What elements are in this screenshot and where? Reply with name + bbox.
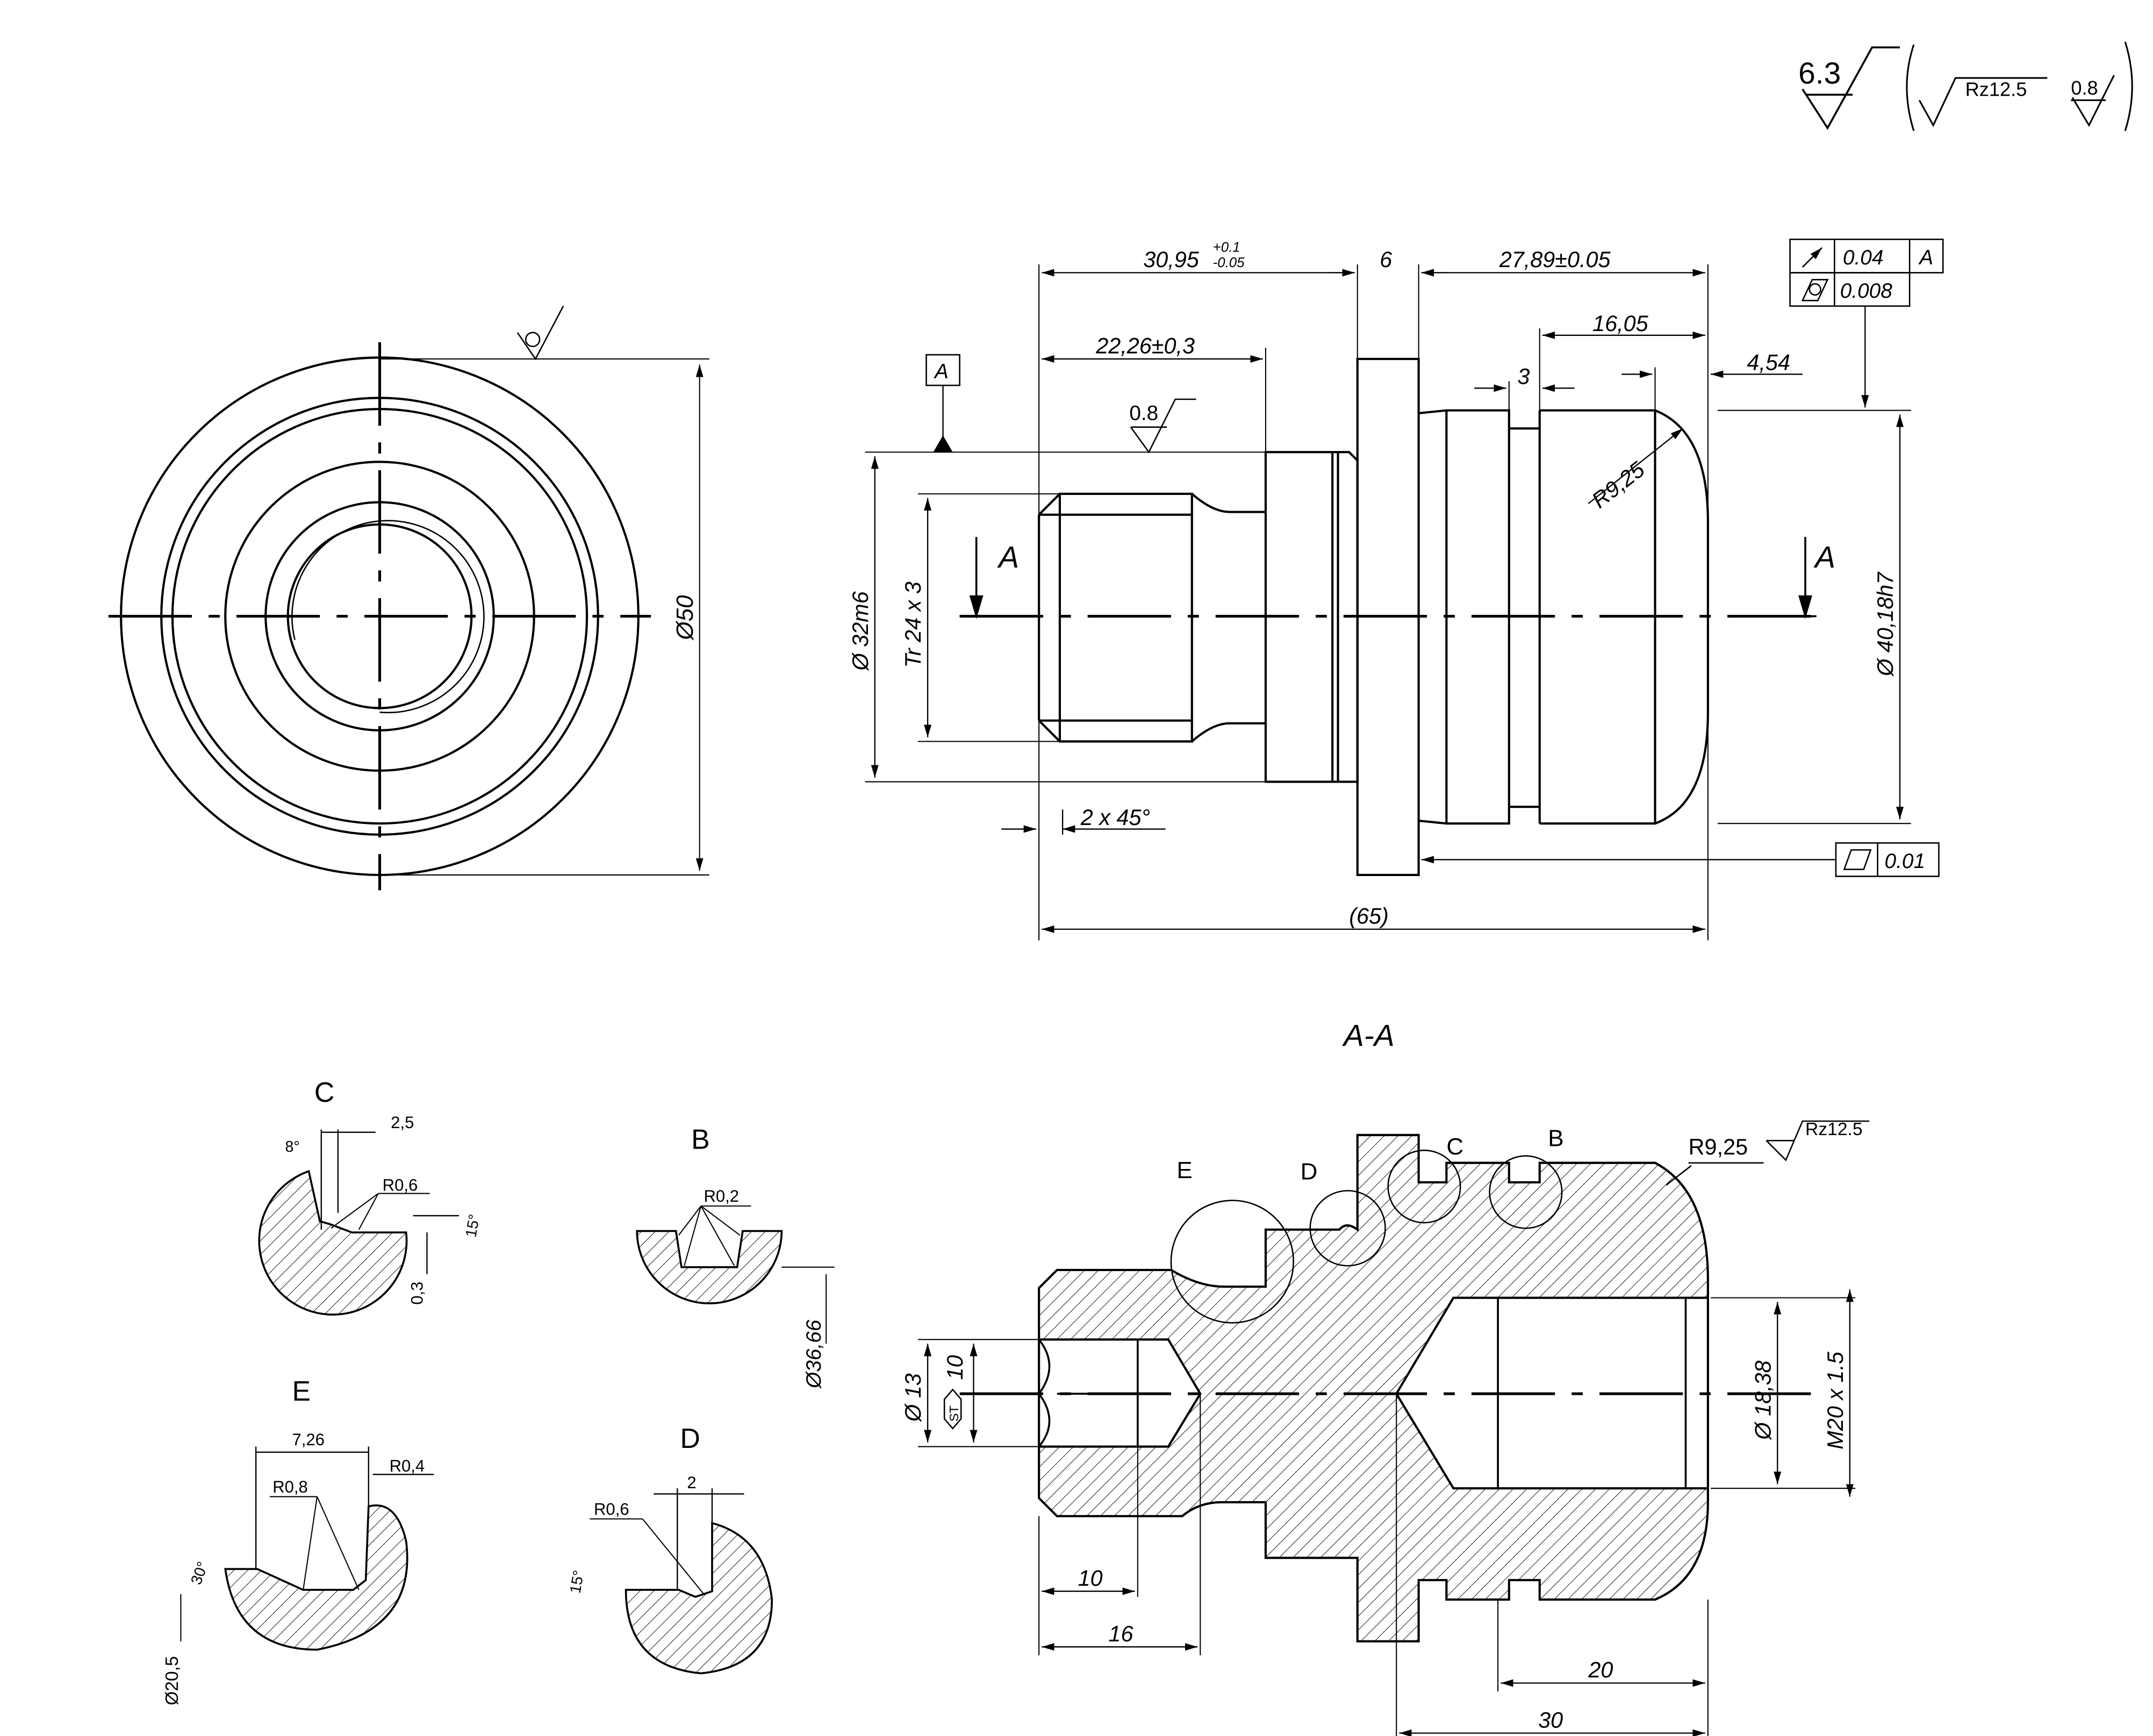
- detail-e-angle: 30°: [188, 1559, 212, 1587]
- detail-c-angle8: 8°: [285, 1138, 300, 1156]
- side-view: A A: [848, 238, 1944, 941]
- section-title: A-A: [1342, 1018, 1395, 1053]
- dim-dia-40: Ø 40,18h7: [1873, 571, 1898, 677]
- dim-st-badge: ST: [947, 1405, 961, 1422]
- gdt-runout-value: 0.04: [1843, 246, 1884, 269]
- detail-label-c: C: [1446, 1134, 1463, 1160]
- dim-len-20: 20: [1588, 1658, 1613, 1682]
- detail-e: E 7,26 R0,4 R0,8 30° Ø20,5: [162, 1375, 434, 1705]
- detail-e-title: E: [292, 1375, 311, 1407]
- dim-radius: R9,25: [1587, 457, 1649, 513]
- section-view-a-a: A-A E D C B R9,25 Rz12.5: [901, 1018, 1870, 1736]
- detail-d-angle: 15°: [567, 1569, 588, 1595]
- dim-len-10: 10: [1078, 1566, 1103, 1590]
- dim-right-length: 27,89±0.05: [1499, 247, 1611, 272]
- detail-b: B R0,2 Ø36,66: [636, 1124, 835, 1389]
- detail-b-title: B: [691, 1124, 710, 1155]
- dim-thread: Tr 24 x 3: [901, 582, 925, 668]
- detail-d-w: 2: [687, 1473, 696, 1492]
- gdt-cyl-value: 0.008: [1840, 279, 1893, 303]
- cut-label-left: A: [997, 540, 1019, 575]
- dim-chamfer: 2 x 45°: [1080, 805, 1150, 830]
- detail-b-radius: R0,2: [704, 1187, 739, 1206]
- detail-e-r04: R0,4: [390, 1457, 425, 1475]
- gdt-runout-frame: 0.04 A 0.008: [1789, 238, 1944, 408]
- dim-dia-13: Ø 13: [901, 1373, 925, 1423]
- dim-total: (65): [1349, 904, 1389, 929]
- detail-label-b: B: [1548, 1125, 1563, 1152]
- detail-b-dia: Ø36,66: [802, 1319, 826, 1389]
- detail-c-angle15: 15°: [462, 1213, 483, 1239]
- detail-label-e: E: [1176, 1157, 1192, 1183]
- datum-a: A: [934, 360, 949, 383]
- section-rz: Rz12.5: [1805, 1120, 1863, 1139]
- dim-st-value: 10: [943, 1355, 967, 1380]
- detail-c-title: C: [314, 1077, 334, 1108]
- detail-c: C 2,5 8° R0,6 15° 0,3: [258, 1077, 483, 1316]
- dim-groove-3: 3: [1517, 364, 1530, 389]
- bracket-rz-value: Rz12.5: [1965, 78, 2027, 101]
- gdt-flatness-frame: 0.01: [1421, 842, 1940, 877]
- gdt-flat-value: 0.01: [1885, 850, 1926, 873]
- detail-c-radius: R0,6: [383, 1175, 418, 1194]
- roughness-value: 6.3: [1798, 56, 1841, 90]
- cut-label-right: A: [1813, 540, 1835, 575]
- detail-c-depth: 0,3: [408, 1281, 427, 1304]
- general-roughness-symbol: 6.3 Rz12.5 0.8: [1798, 41, 2133, 131]
- bracket-ra-value: 0.8: [2071, 77, 2098, 99]
- detail-e-r08: R0,8: [272, 1477, 308, 1496]
- detail-d: D 2 R0,6 15°: [567, 1423, 773, 1675]
- detail-d-title: D: [680, 1423, 700, 1454]
- dim-flange-width: 6: [1380, 247, 1393, 272]
- dim-dia-32: Ø 32m6: [848, 591, 873, 671]
- detail-e-dia: Ø20,5: [162, 1656, 182, 1705]
- dim-1605: 16,05: [1592, 311, 1649, 336]
- dim-left-length: 22,26±0,3: [1095, 333, 1195, 358]
- dim-tol-lower: -0.05: [1213, 255, 1245, 270]
- dim-tol-upper: +0.1: [1213, 240, 1240, 255]
- dim-len-30: 30: [1538, 1708, 1563, 1732]
- detail-label-d: D: [1301, 1159, 1318, 1185]
- detail-d-radius: R0,6: [594, 1500, 629, 1518]
- dim-len-16: 16: [1109, 1622, 1134, 1646]
- roughness-ra-08: 0.8: [1129, 402, 1158, 425]
- front-view: Ø50: [108, 305, 709, 891]
- detail-e-w: 7,26: [292, 1430, 324, 1449]
- dim-flange-pos: 30,95: [1143, 247, 1200, 272]
- dim-m20: M20 x 1.5: [1823, 1351, 1848, 1450]
- dim-dia-50: Ø50: [672, 595, 698, 641]
- section-radius: R9,25: [1689, 1135, 1748, 1159]
- detail-c-w: 2,5: [391, 1113, 414, 1132]
- dim-dia-1838: Ø 18,38: [1750, 1360, 1775, 1440]
- gdt-runout-datum: A: [1918, 246, 1933, 269]
- dim-454: 4,54: [1747, 350, 1790, 375]
